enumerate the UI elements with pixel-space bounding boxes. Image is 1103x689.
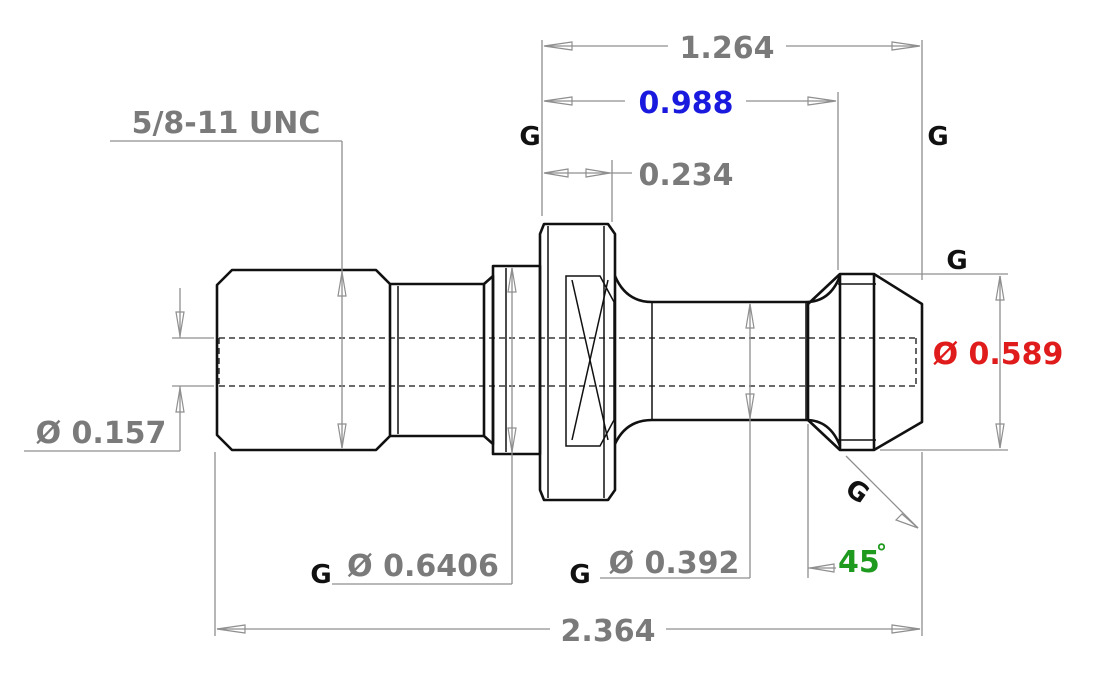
g-mark-head-end: G bbox=[927, 122, 948, 152]
overall-top-dimension: 1.264 bbox=[680, 31, 775, 66]
angle-dimension: 45 bbox=[838, 545, 880, 580]
flange-to-groove-dimension: 0.988 bbox=[639, 86, 734, 121]
flange-width-dimension: 0.234 bbox=[639, 158, 734, 193]
thread-spec-label: 5/8-11 UNC bbox=[132, 106, 321, 141]
neck-diameter-dimension: Ø 0.392 bbox=[609, 546, 740, 581]
pull-stud-outline bbox=[215, 222, 924, 502]
flange-diameter-dimension: Ø 0.6406 bbox=[347, 549, 499, 584]
g-mark-flange-dia: G bbox=[310, 560, 331, 590]
dimension-lines bbox=[24, 40, 1008, 636]
overall-length-dimension: 2.364 bbox=[561, 614, 656, 649]
g-mark-flange-top: G bbox=[519, 122, 540, 152]
dimension-labels: 1.264 0.988 0.234 5/8-11 UNC Ø 0.157 Ø 0… bbox=[36, 31, 1064, 649]
bore-diameter-dimension: Ø 0.157 bbox=[36, 416, 167, 451]
g-mark-head-dia: G bbox=[946, 246, 967, 276]
g-mark-neck-dia: G bbox=[569, 560, 590, 590]
head-diameter-dimension: Ø 0.589 bbox=[933, 337, 1064, 372]
angle-degree-symbol: ° bbox=[876, 541, 887, 566]
